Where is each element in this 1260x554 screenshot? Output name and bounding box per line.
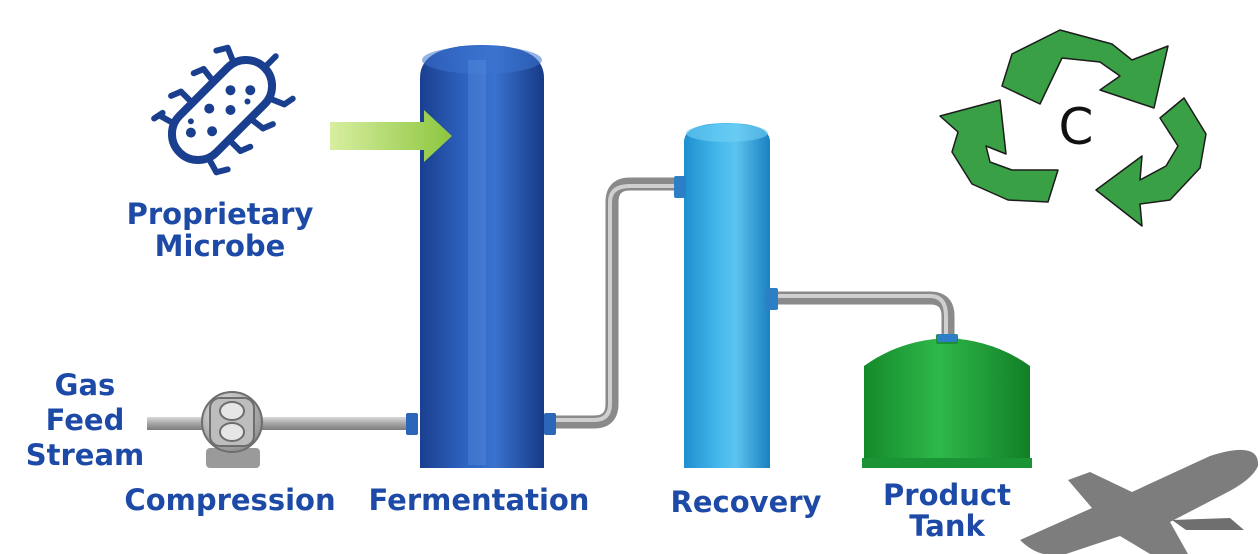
gas-feed-label-line2: Feed xyxy=(45,402,125,437)
recovery-column xyxy=(684,123,770,468)
microbe-label: Proprietary Microbe xyxy=(105,198,335,263)
product-tank-label-line1: Product xyxy=(883,478,1011,512)
fermentation-tank xyxy=(420,45,544,468)
microbe-label-line1: Proprietary xyxy=(126,197,314,231)
product-tank xyxy=(862,334,1032,468)
recycle-symbol-letter: C xyxy=(1058,98,1094,156)
gas-feed-pipe xyxy=(147,417,417,430)
arrow-icon xyxy=(330,110,452,162)
product-tank-label: Product Tank xyxy=(862,478,1032,544)
compression-label: Compression xyxy=(124,483,336,517)
pipe-recovery-to-product xyxy=(770,291,955,338)
gas-feed-label: Gas Feed Stream xyxy=(0,368,170,472)
pipe-flanges xyxy=(406,176,957,435)
recovery-label: Recovery xyxy=(670,485,822,519)
pipe-fermentation-to-recovery xyxy=(548,177,682,429)
recycle-icon xyxy=(939,29,1207,227)
airplane-icon xyxy=(1020,450,1259,554)
gas-feed-label-line1: Gas xyxy=(54,368,116,402)
microbe-label-line2: Microbe xyxy=(154,229,286,264)
compressor-pump-icon xyxy=(201,391,263,468)
microbe-icon xyxy=(151,44,296,176)
product-tank-label-line2: Tank xyxy=(909,509,985,544)
gas-feed-label-line3: Stream xyxy=(25,437,145,472)
fermentation-label: Fermentation xyxy=(368,483,590,517)
